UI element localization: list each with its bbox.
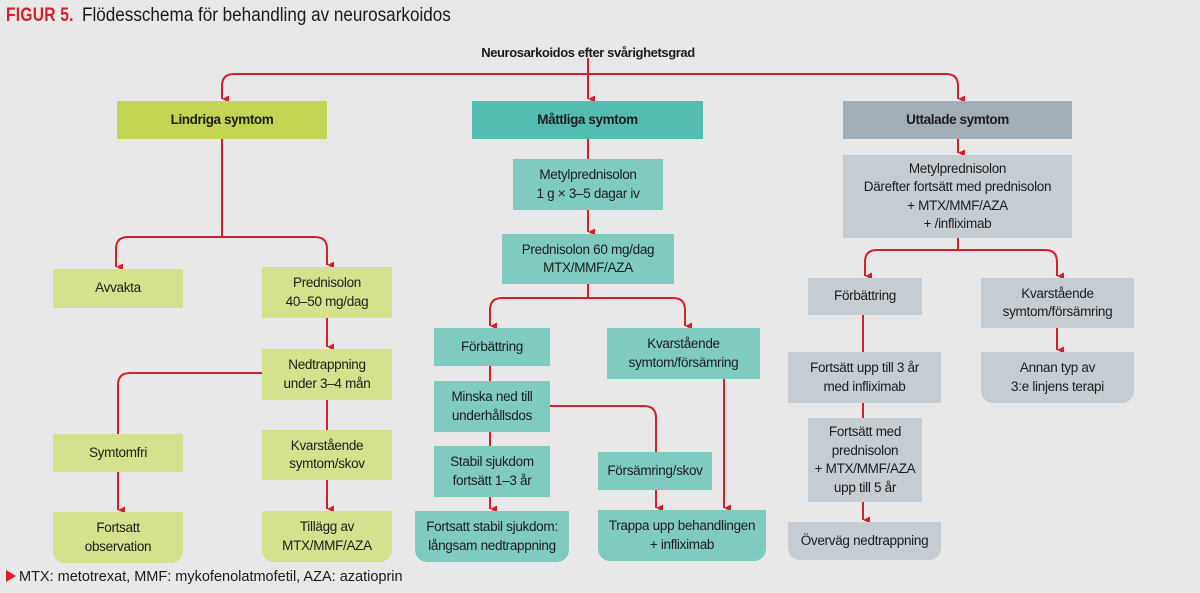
footnote: MTX: metotrexat, MMF: mykofenolatmofetil…: [6, 569, 403, 585]
connector-root-mild: [221, 73, 588, 103]
moderate-prednisolone-box: Prednisolon 60 mg/dag MTX/MMF/AZA: [502, 234, 674, 284]
mild-header: Lindriga symtom: [117, 101, 327, 139]
moderate-methylprednisolone-box: Metylprednisolon 1 g × 3–5 dagar iv: [513, 159, 663, 210]
connector-mild-pred: [222, 236, 334, 269]
footnote-text: MTX: metotrexat, MMF: mykofenolatmofetil…: [19, 569, 403, 585]
connector-sev-improve: [864, 249, 958, 280]
root-node: Neurosarkoidos efter svårighetsgrad: [481, 45, 695, 60]
connector-mild-wait: [115, 236, 222, 271]
moderate-header: Måttliga symtom: [472, 101, 703, 139]
severe-persistent-box: Kvarstående symtom/försämring: [981, 278, 1134, 328]
severe-methylprednisolone-box: Metylprednisolon Därefter fortsätt med p…: [843, 155, 1072, 238]
mild-symptom-free-box: Symtomfri: [53, 434, 183, 472]
figure-title: FIGUR 5. Flödesschema för behandling av …: [6, 4, 492, 28]
connector-sev-persist: [958, 249, 1064, 280]
figure-title-text: Flödesschema för behandling av neurosark…: [81, 5, 451, 26]
mild-prednisolone-box: Prednisolon 40–50 mg/dag: [262, 267, 392, 318]
moderate-improvement-box: Förbättring: [434, 328, 550, 366]
severe-prednisolone-5y-box: Fortsätt med prednisolon + MTX/MMF/AZA u…: [808, 418, 922, 502]
connector-root-severe: [588, 73, 965, 103]
mild-taper-box: Nedtrappning under 3–4 mån: [262, 349, 392, 400]
severe-header: Uttalade symtom: [843, 101, 1072, 139]
severe-third-line-box: Annan typ av 3:e linjens terapi: [981, 352, 1134, 403]
connector-mod-worsen: [550, 405, 657, 452]
moderate-persistent-box: Kvarstående symtom/försämring: [607, 328, 760, 379]
figure-label: FIGUR 5.: [6, 5, 74, 26]
moderate-worsening-box: Försämring/skov: [598, 452, 712, 490]
severe-infliximab-box: Fortsätt upp till 3 år med infliximab: [788, 352, 941, 403]
connector-mod-persist: [588, 297, 692, 330]
connector-mod-improve: [489, 297, 588, 330]
severe-improvement-box: Förbättring: [808, 278, 922, 315]
mild-addon-box: Tillägg av MTX/MMF/AZA: [262, 511, 392, 562]
moderate-stable-box: Stabil sjukdom fortsätt 1–3 år: [434, 446, 550, 497]
moderate-reduce-box: Minska ned till underhållsdos: [434, 381, 550, 432]
mild-wait-box: Avvakta: [53, 269, 183, 308]
moderate-escalate-box: Trappa upp behandlingen + infliximab: [598, 510, 766, 561]
severe-consider-taper-box: Överväg nedtrappning: [788, 522, 941, 560]
moderate-slow-taper-box: Fortsatt stabil sjukdom: långsam nedtrap…: [415, 511, 569, 562]
mild-persistent-box: Kvarstående symtom/skov: [262, 430, 392, 480]
connector-mild-symptomfree: [117, 372, 262, 434]
bullet-triangle-icon: [6, 570, 16, 582]
mild-observation-box: Fortsatt observation: [53, 512, 183, 563]
